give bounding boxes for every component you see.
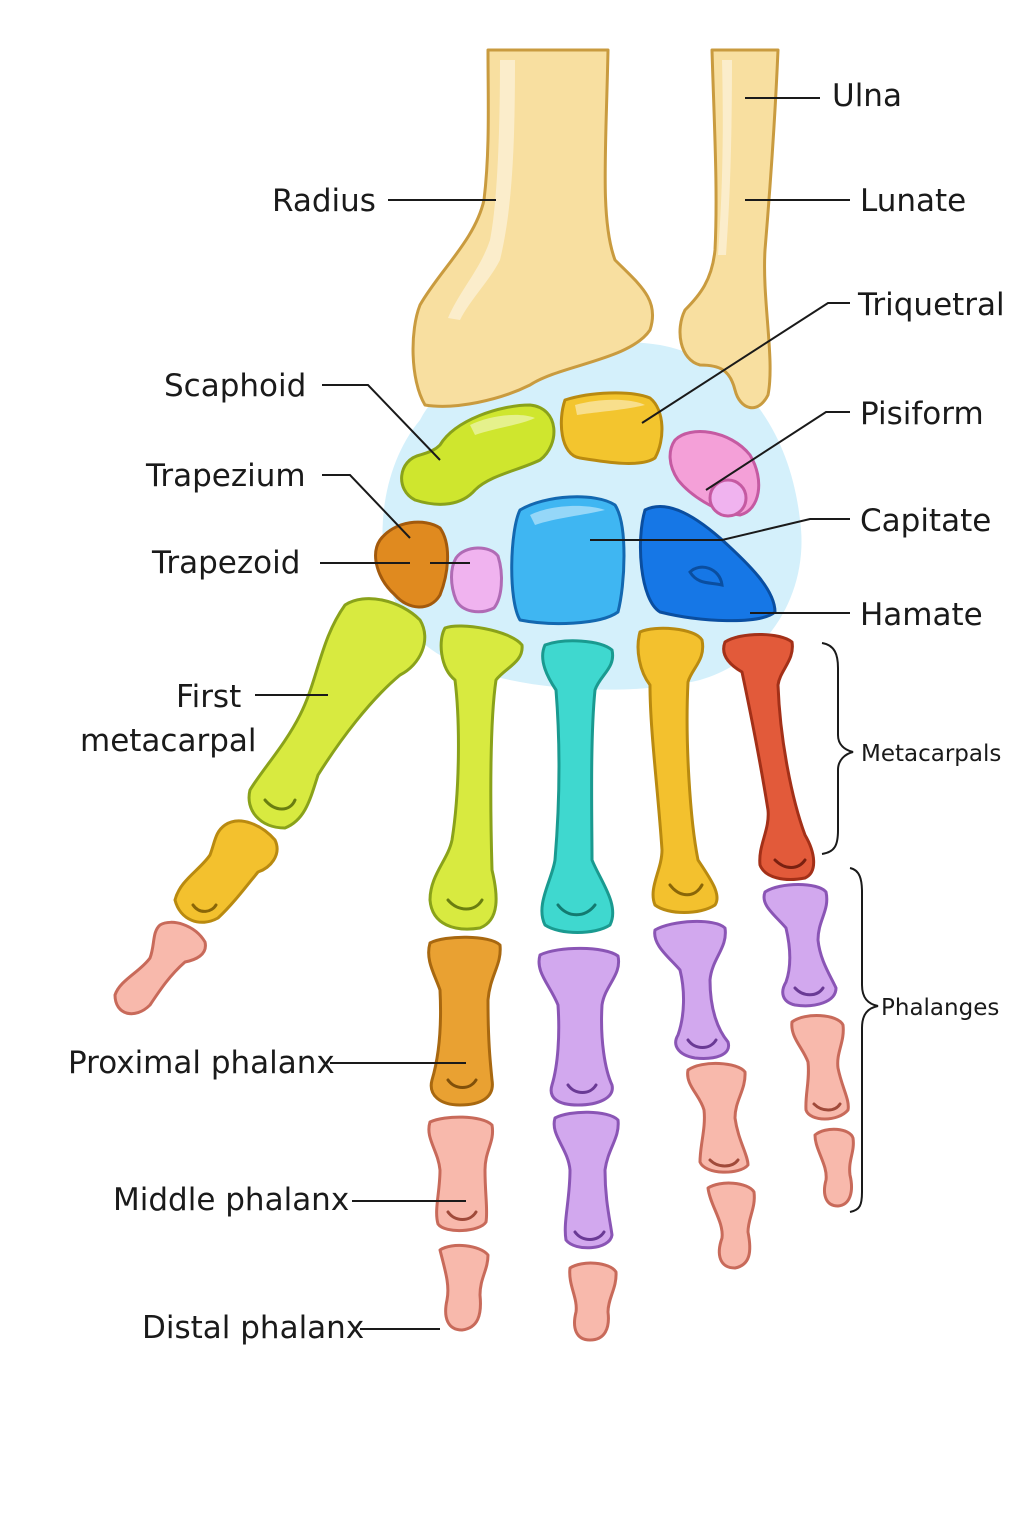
label-trapezium: Trapezium <box>145 458 306 494</box>
trapezium-bone <box>374 520 450 609</box>
label-first-metacarpal-line1: First <box>176 679 241 715</box>
triquetral-leader <box>641 302 850 424</box>
label-lunate: Lunate <box>860 183 966 219</box>
trapezium-leader <box>322 474 411 539</box>
label-proximal-phalanx: Proximal phalanx <box>68 1045 335 1081</box>
little-middle-phalanx <box>790 1014 850 1121</box>
label-capitate: Capitate <box>860 503 991 539</box>
ring-metacarpal-bone <box>636 626 719 914</box>
index-proximal-phalanx <box>427 935 502 1107</box>
radius-bone <box>411 48 655 408</box>
label-distal-phalanx: Distal phalanx <box>142 1310 364 1346</box>
label-scaphoid: Scaphoid <box>164 368 306 404</box>
ring-proximal-phalanx <box>653 919 731 1060</box>
middle-distal-phalanx <box>568 1261 618 1342</box>
label-ulna: Ulna <box>832 78 902 114</box>
metacarpals-bracket <box>821 642 854 855</box>
capitate-bone <box>510 495 626 626</box>
lunate-carpal-bone <box>559 391 664 465</box>
index-middle-phalanx <box>427 1115 495 1232</box>
index-distal-phalanx <box>438 1243 490 1332</box>
label-radius: Radius <box>272 183 376 219</box>
pisiform-small-bone <box>708 478 748 518</box>
trapezoid-bone <box>450 546 503 614</box>
label-hamate: Hamate <box>860 597 983 633</box>
phalanges-bracket <box>849 867 879 1213</box>
first-metacarpal-bone <box>247 597 427 830</box>
label-metacarpals: Metacarpals <box>861 741 1001 767</box>
pisiform-leader <box>705 411 850 491</box>
label-pisiform: Pisiform <box>860 396 984 432</box>
index-metacarpal-bone <box>428 624 524 931</box>
label-first-metacarpal-line2: metacarpal <box>80 723 257 759</box>
ring-distal-phalanx <box>706 1181 756 1270</box>
thumb-distal-phalanx <box>113 920 207 1016</box>
little-metacarpal-bone <box>722 633 816 881</box>
little-distal-phalanx <box>813 1127 855 1208</box>
ulna-bone <box>678 48 780 409</box>
scaphoid-bone <box>400 403 556 506</box>
label-middle-phalanx: Middle phalanx <box>113 1182 349 1218</box>
little-proximal-phalanx <box>762 883 838 1008</box>
thumb-proximal-phalanx <box>173 819 279 924</box>
label-phalanges: Phalanges <box>881 995 999 1021</box>
label-triquetral: Triquetral <box>857 287 1005 323</box>
middle-middle-phalanx <box>552 1110 620 1250</box>
ring-middle-phalanx <box>686 1061 750 1174</box>
label-trapezoid: Trapezoid <box>151 545 300 581</box>
middle-proximal-phalanx <box>537 946 621 1107</box>
middle-metacarpal-bone <box>540 639 615 934</box>
capitate-leader <box>590 518 850 541</box>
scaphoid-leader <box>322 384 441 461</box>
